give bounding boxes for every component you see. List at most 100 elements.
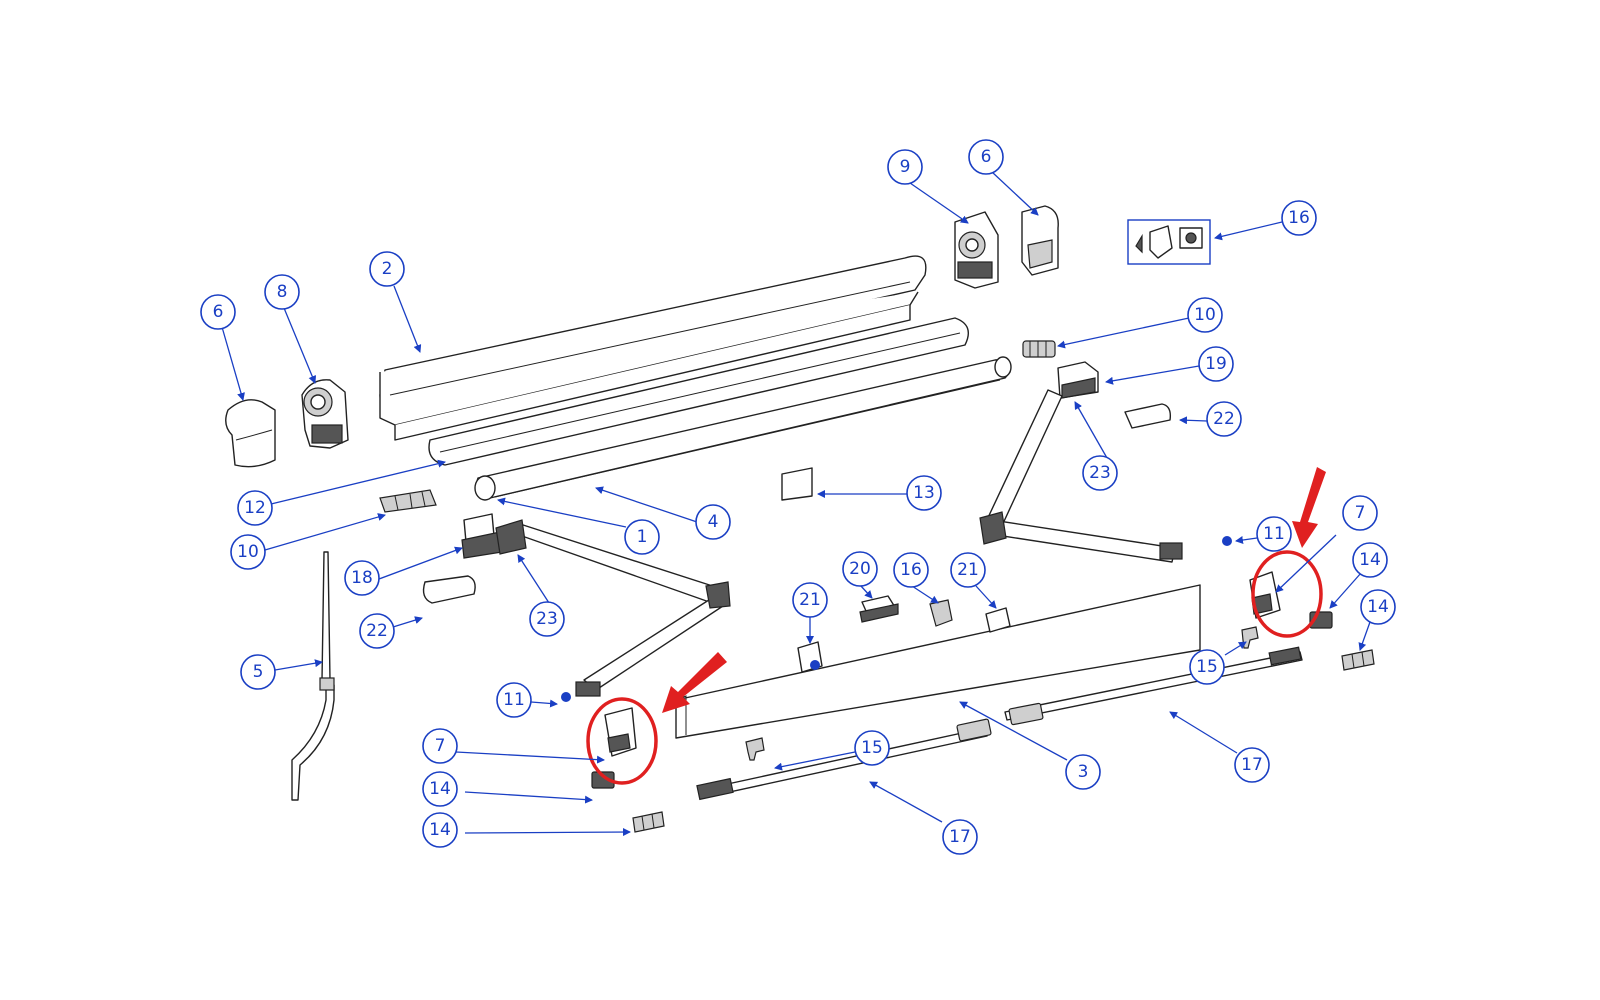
- crank-handle: [291, 551, 335, 801]
- bracket-left: [461, 513, 503, 559]
- callout-5: 5: [240, 654, 276, 690]
- callout-label: 8: [277, 282, 288, 302]
- callout-16-mid: 16: [893, 552, 929, 588]
- folding-arm-left: [495, 519, 731, 697]
- callout-label: 14: [1359, 550, 1381, 570]
- callout-6-left: 6: [200, 294, 236, 330]
- foot-plate-right-lower: [1341, 649, 1375, 671]
- callout-7-right: 7: [1342, 495, 1378, 531]
- callout-15-right: 15: [1189, 649, 1225, 685]
- callout-label: 15: [1196, 657, 1218, 677]
- screw-dot-left: [561, 692, 571, 702]
- highlight-end-piece-left: [586, 652, 727, 785]
- callout-10-right: 10: [1187, 297, 1223, 333]
- callout-14-right-upper: 14: [1352, 542, 1388, 578]
- callout-label: 6: [213, 302, 224, 322]
- screw-dot-21: [810, 660, 820, 670]
- callout-label: 14: [429, 820, 451, 840]
- callout-label: 23: [536, 609, 558, 629]
- callout-20: 20: [842, 551, 878, 587]
- callout-14-left-lower: 14: [422, 812, 458, 848]
- connector-left: [379, 489, 437, 513]
- fastener-set-box: [1127, 219, 1211, 265]
- callout-label: 14: [429, 779, 451, 799]
- callout-8: 8: [264, 274, 300, 310]
- callout-label: 12: [244, 498, 266, 518]
- callout-label: 10: [237, 542, 259, 562]
- front-lip-strip: [428, 317, 969, 466]
- callout-22-right: 22: [1206, 401, 1242, 437]
- callout-4: 4: [695, 504, 731, 540]
- callout-label: 13: [913, 483, 935, 503]
- callout-17-left: 17: [942, 819, 978, 855]
- callout-label: 21: [799, 590, 821, 610]
- callout-23-right: 23: [1082, 455, 1118, 491]
- fabric-clip: [781, 467, 813, 501]
- cassette-housing: [379, 255, 927, 441]
- end-piece-right: [1249, 571, 1281, 619]
- fastener-loose: [929, 599, 953, 627]
- callout-label: 7: [435, 736, 446, 756]
- roller-tube: [474, 356, 1012, 501]
- connector-right: [1022, 340, 1056, 358]
- callout-label: 10: [1194, 305, 1216, 325]
- callout-13: 13: [906, 475, 942, 511]
- callout-17-right: 17: [1234, 747, 1270, 783]
- gearbox-right: [954, 211, 999, 289]
- callout-label: 20: [849, 559, 871, 579]
- callout-18: 18: [344, 560, 380, 596]
- callout-19: 19: [1198, 346, 1234, 382]
- callout-16-top: 16: [1281, 200, 1317, 236]
- callout-3: 3: [1065, 754, 1101, 790]
- foot-plate-left-lower: [632, 811, 665, 833]
- callout-9: 9: [887, 149, 923, 185]
- callout-label: 17: [949, 827, 971, 847]
- callout-label: 19: [1205, 354, 1227, 374]
- highlight-end-piece-right: [1251, 467, 1326, 638]
- support-leg-lower: [696, 718, 992, 801]
- leg-cap-center: [745, 737, 765, 761]
- arm-cover-right: [1124, 403, 1172, 429]
- callout-1: 1: [624, 519, 660, 555]
- foot-plate-left-upper: [591, 771, 615, 789]
- callout-15-left: 15: [854, 730, 890, 766]
- bracket-right: [1057, 361, 1099, 399]
- leg-cap-right: [1241, 626, 1259, 649]
- clamp-right: [985, 607, 1011, 633]
- callout-14-left-upper: 14: [422, 771, 458, 807]
- callout-label: 17: [1241, 755, 1263, 775]
- end-cap-right: [1021, 205, 1059, 276]
- callout-label: 9: [900, 157, 911, 177]
- callout-23-left: 23: [529, 601, 565, 637]
- callout-label: 22: [366, 621, 388, 641]
- callout-label: 7: [1355, 503, 1366, 523]
- callout-label: 1: [637, 527, 648, 547]
- callout-label: 21: [957, 560, 979, 580]
- callout-label: 14: [1367, 597, 1389, 617]
- callout-7-left: 7: [422, 728, 458, 764]
- screw-dot-right: [1222, 536, 1232, 546]
- gearbox-left: [301, 379, 349, 449]
- callout-label: 2: [382, 259, 393, 279]
- callout-label: 3: [1078, 762, 1089, 782]
- callout-label: 6: [981, 147, 992, 167]
- callout-label: 11: [1263, 524, 1285, 544]
- callout-21-right: 21: [950, 552, 986, 588]
- callout-2: 2: [369, 251, 405, 287]
- callout-10-left: 10: [230, 534, 266, 570]
- callout-label: 5: [253, 662, 264, 682]
- callout-11-left: 11: [496, 682, 532, 718]
- callout-label: 23: [1089, 463, 1111, 483]
- end-cap-left: [225, 399, 276, 468]
- leader-lines: [221, 171, 1371, 837]
- callout-22-left: 22: [359, 613, 395, 649]
- callout-12: 12: [237, 490, 273, 526]
- rail-clip: [859, 595, 899, 623]
- callout-6-right: 6: [968, 139, 1004, 175]
- arm-cover-left: [422, 575, 476, 604]
- callout-label: 4: [708, 512, 719, 532]
- callout-label: 18: [351, 568, 373, 588]
- callout-14-right-lower: 14: [1360, 589, 1396, 625]
- callout-label: 22: [1213, 409, 1235, 429]
